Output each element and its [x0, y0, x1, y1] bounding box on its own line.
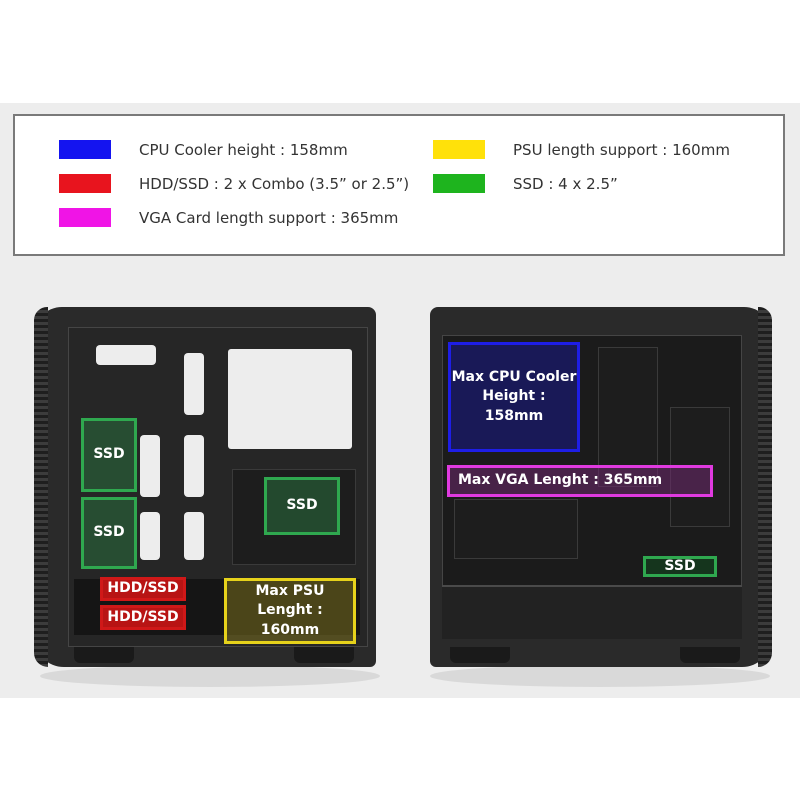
cpu-label-line1: Max CPU Cooler: [451, 368, 577, 385]
psu-area: Max PSU Lenght : 160mm: [224, 578, 356, 644]
cpu-cooler-area: Max CPU Cooler Height : 158mm: [448, 342, 580, 452]
legend-swatch-magenta: [59, 208, 111, 227]
board-cutout: [598, 347, 658, 487]
cable-slot: [184, 512, 204, 560]
ssd-mount-4: SSD: [643, 556, 717, 577]
legend-item-ssd: SSD : 4 x 2.5”: [433, 174, 618, 193]
psu-label-line1: Max PSU: [255, 582, 325, 599]
legend-label-cpu: CPU Cooler height : 158mm: [139, 140, 348, 159]
ssd-label: SSD: [93, 524, 125, 541]
legend-item-cpu: CPU Cooler height : 158mm: [59, 140, 348, 159]
legend-swatch-yellow: [433, 140, 485, 159]
hdd-label: HDD/SSD: [107, 608, 179, 625]
psu-shroud: [442, 585, 742, 639]
ssd-label: SSD: [664, 557, 696, 574]
case-foot: [450, 647, 510, 663]
case-foot: [294, 647, 354, 663]
vga-label: Max VGA Lenght : 365mm: [458, 472, 663, 489]
hdd-label: HDD/SSD: [107, 580, 179, 597]
legend-label-hdd: HDD/SSD : 2 x Combo (3.5” or 2.5”): [139, 174, 410, 193]
legend-swatch-green: [433, 174, 485, 193]
cable-slot: [184, 435, 204, 497]
legend-panel: CPU Cooler height : 158mm HDD/SSD : 2 x …: [13, 114, 785, 256]
hdd-bay-1: HDD/SSD: [100, 577, 186, 601]
vga-length-area: Max VGA Lenght : 365mm: [447, 465, 713, 497]
left-case-shadow: [40, 665, 380, 687]
cable-slot: [96, 345, 156, 365]
cable-slot: [184, 353, 204, 415]
cable-slot: [140, 512, 160, 560]
legend-item-psu: PSU length support : 160mm: [433, 140, 730, 159]
ssd-mount-1: SSD: [81, 418, 137, 492]
case-foot: [680, 647, 740, 663]
cable-slot: [140, 435, 160, 497]
legend-swatch-red: [59, 174, 111, 193]
cpu-cutout: [228, 349, 352, 449]
psu-label-line2: Lenght : 160mm: [257, 602, 323, 638]
ssd-label: SSD: [286, 497, 318, 514]
board-cutout: [454, 499, 578, 559]
ssd-mount-3: SSD: [264, 477, 340, 535]
left-case-mesh-edge: [34, 307, 48, 667]
legend-label-ssd: SSD : 4 x 2.5”: [513, 174, 618, 193]
legend-item-vga: VGA Card length support : 365mm: [59, 208, 398, 227]
cpu-label-line2: Height : 158mm: [482, 388, 546, 424]
legend-label-psu: PSU length support : 160mm: [513, 140, 730, 159]
ssd-label: SSD: [93, 446, 125, 463]
hdd-bay-2: HDD/SSD: [100, 605, 186, 630]
right-case-shadow: [430, 665, 770, 687]
ssd-mount-2: SSD: [81, 497, 137, 569]
legend-item-hdd: HDD/SSD : 2 x Combo (3.5” or 2.5”): [59, 174, 409, 193]
legend-swatch-blue: [59, 140, 111, 159]
legend-label-vga: VGA Card length support : 365mm: [139, 208, 399, 227]
case-foot: [74, 647, 134, 663]
right-case-mesh-edge: [758, 307, 772, 667]
